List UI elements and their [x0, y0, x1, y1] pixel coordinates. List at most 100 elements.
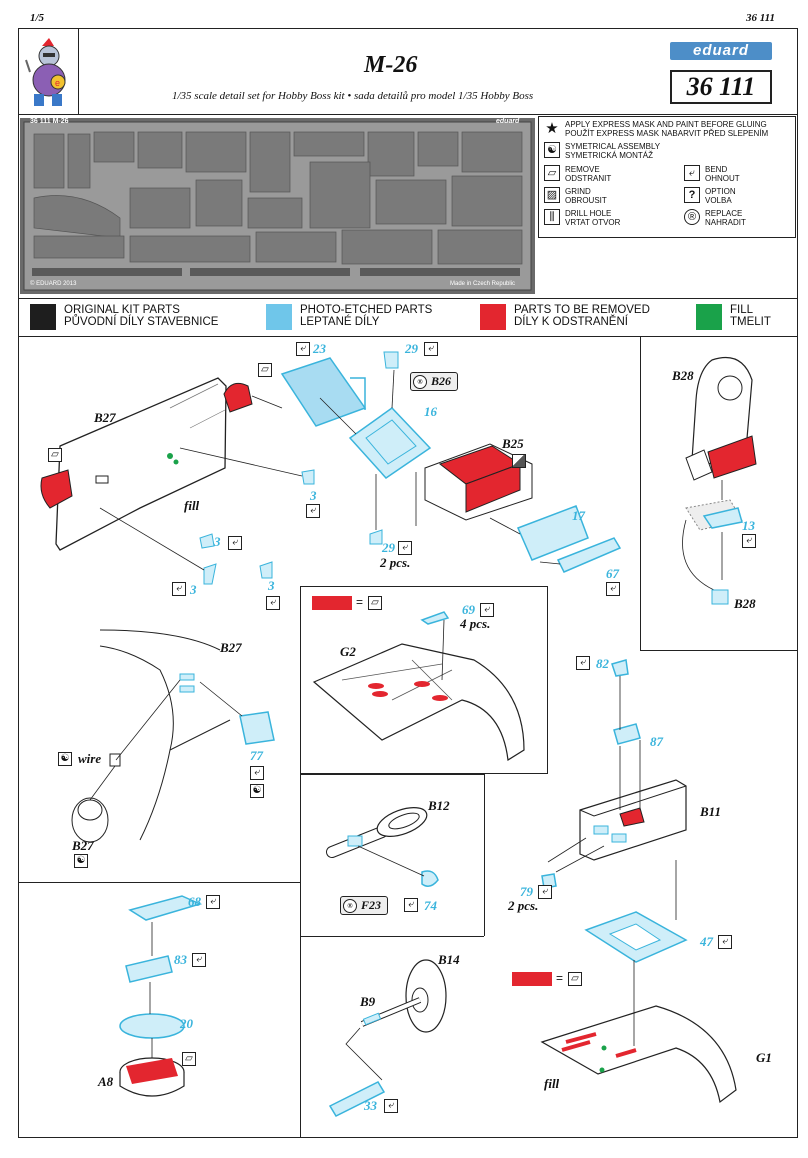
grind-icon: ▨	[544, 187, 560, 203]
bend-icon: ⤶	[606, 582, 620, 596]
bend-icon: ⤶	[538, 885, 552, 899]
part-67: 67	[606, 566, 619, 581]
part-68: 68	[188, 894, 201, 909]
step7-drawing	[119, 895, 203, 1097]
bend-icon: ⤶	[266, 596, 280, 610]
yin-yang-icon: ☯	[58, 752, 72, 766]
bend-icon: ⤶	[296, 342, 310, 356]
label-b25: B25	[502, 436, 524, 451]
yin-yang-icon: ☯	[250, 784, 264, 798]
bend-icon: ⤶	[250, 766, 264, 780]
bend-icon: ⤶	[306, 504, 320, 518]
fret-copyright: © EDUARD 2013	[30, 281, 77, 287]
page-subtitle: 1/35 scale detail set for Hobby Boss kit…	[172, 90, 534, 102]
page-frame	[18, 28, 798, 1138]
swatch-blue	[266, 304, 292, 330]
swatch-green	[696, 304, 722, 330]
bend-icon: ⤶	[684, 165, 700, 181]
eduard-logo: eduard	[670, 42, 772, 60]
fret-label: 36 111 M-26	[30, 118, 69, 125]
bend-icon: ⤶	[718, 935, 732, 949]
equals-sign: =	[356, 595, 364, 609]
bend-icon: ⤶	[206, 895, 220, 909]
yin-yang-icon: ☯	[544, 142, 560, 158]
step2-drawing	[682, 356, 757, 605]
step6-drawing	[540, 659, 737, 1104]
fret-brand: eduard	[496, 118, 520, 125]
part-82: 82	[596, 656, 609, 671]
swatch-black	[30, 304, 56, 330]
replace-icon: ®	[413, 374, 427, 389]
part-23: 23	[313, 341, 326, 356]
label-b27-plug: B27	[72, 838, 94, 853]
part-77: 77	[250, 748, 263, 763]
part-69: 69	[462, 602, 475, 617]
bend-icon: ⤶	[576, 656, 590, 670]
label-a8: A8	[98, 1074, 114, 1089]
bend-icon: ⤶	[192, 953, 206, 967]
step4-drawing	[312, 611, 525, 762]
legend-express-mask: ★ APPLY EXPRESS MASK AND PAINT BEFORE GL…	[545, 119, 769, 138]
label-fill: fill	[184, 498, 200, 513]
step8-drawing	[328, 959, 447, 1117]
part-3: 3	[268, 578, 275, 593]
bend-icon: ⤶	[404, 898, 418, 912]
label-fill: fill	[544, 1076, 560, 1091]
step3-drawing	[71, 629, 275, 843]
question-icon: ?	[684, 187, 700, 203]
part-74: 74	[424, 898, 437, 913]
photo-etch-fret-image: 36 111 M-26 eduard © EDUARD 2013 Made in…	[20, 118, 535, 294]
remove-icon: ▱	[368, 596, 382, 610]
label-b28: B28	[672, 368, 694, 383]
part-47: 47	[700, 934, 713, 949]
label-b11: B11	[700, 804, 721, 819]
page-number: 1/5	[30, 12, 45, 24]
set-code-box: 36 111	[670, 70, 772, 104]
drill-icon: ⫼	[544, 209, 560, 225]
part-17: 17	[572, 508, 585, 523]
label-b12: B12	[428, 798, 450, 813]
label-4-pcs: 4 pcs.	[460, 616, 491, 631]
label-2-pcs: 2 pcs.	[508, 898, 539, 913]
part-16: 16	[424, 404, 437, 419]
yin-yang-icon: ☯	[74, 854, 88, 868]
part-29: 29	[405, 341, 418, 356]
label-b14: B14	[438, 952, 460, 967]
bend-icon: ⤶	[384, 1099, 398, 1113]
replace-icon: ®	[343, 898, 357, 913]
remove-icon: ▱	[48, 448, 62, 462]
star-icon: ★	[545, 119, 559, 137]
part-87: 87	[650, 734, 663, 749]
part-83: 83	[174, 952, 187, 967]
bend-icon: ⤶	[228, 536, 242, 550]
remove-icon: ▱	[544, 165, 560, 181]
replace-b26: ®B26	[410, 372, 459, 391]
remove-swatch	[312, 596, 352, 610]
set-code-top: 36 111	[746, 12, 776, 24]
fret-made-in: Made in Czech Republic	[450, 281, 516, 287]
bend-icon: ⤶	[742, 534, 756, 548]
replace-icon: ®	[684, 209, 700, 225]
part-13: 13	[742, 518, 755, 533]
part-3: 3	[190, 582, 197, 597]
page-title: M-26	[364, 52, 418, 78]
part-29: 29	[382, 540, 395, 555]
svg-text:e: e	[55, 78, 60, 88]
label-b27-door: B27	[94, 410, 116, 425]
label-b9: B9	[360, 994, 376, 1009]
remove-swatch	[512, 972, 552, 986]
part-79: 79	[520, 884, 533, 899]
part-3: 3	[310, 488, 317, 503]
eduard-knight-mascot-icon: e	[25, 38, 66, 106]
step1-drawing	[40, 351, 622, 585]
